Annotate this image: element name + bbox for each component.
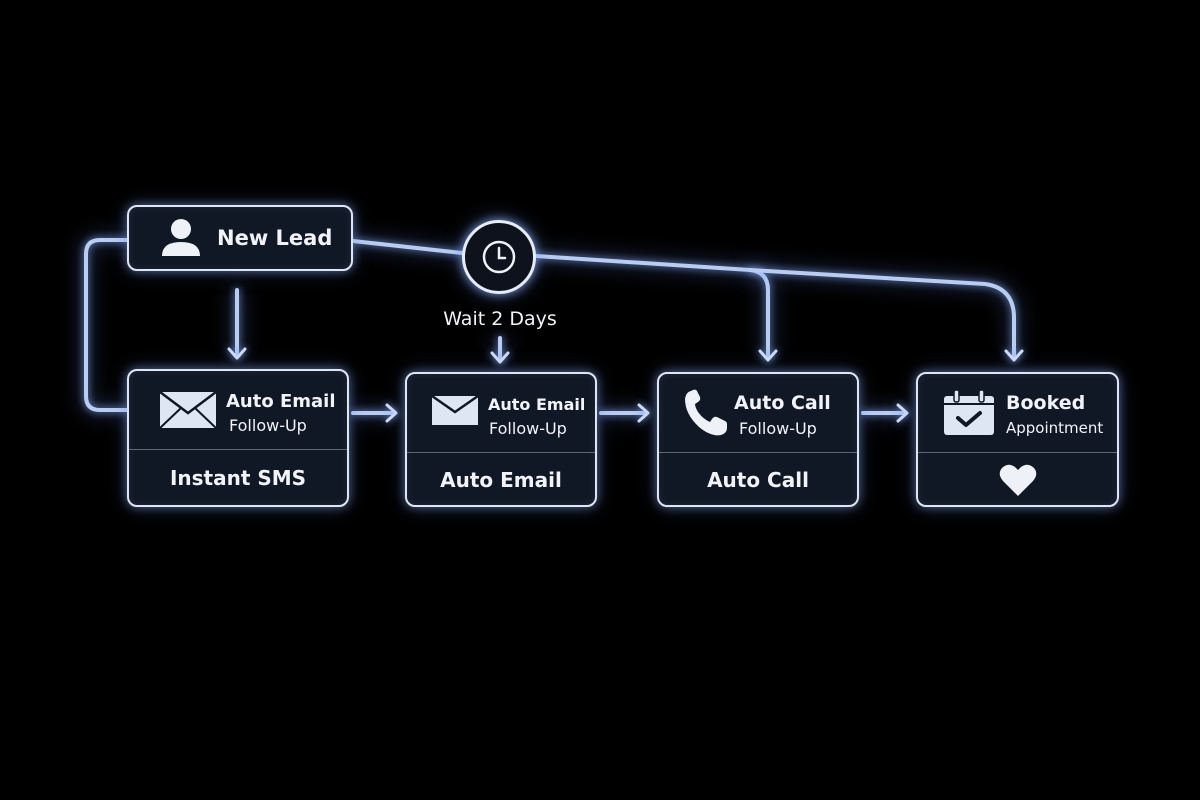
step-subtitle: Appointment xyxy=(1006,419,1104,437)
wait-label: Wait 2 Days xyxy=(443,308,557,330)
step-header: Booked Appointment xyxy=(918,374,1117,453)
arrowhead-h2 xyxy=(637,403,650,423)
arrowhead-step4 xyxy=(1004,349,1024,362)
step-title: Booked xyxy=(1006,392,1086,414)
arrowhead-step1 xyxy=(227,347,247,360)
envelope-icon xyxy=(159,391,217,429)
step-title: Auto Email xyxy=(488,395,586,414)
step-title: Auto Call xyxy=(734,392,831,414)
phone-icon xyxy=(685,389,727,436)
arrowhead-step2 xyxy=(490,351,510,364)
step-action: Instant SMS xyxy=(169,466,307,490)
step-title: Auto Email xyxy=(226,391,336,412)
step-header: Auto Email Follow-Up xyxy=(407,374,595,453)
step-auto-call[interactable]: Auto Call Follow-Up Auto Call xyxy=(657,372,859,507)
connector-lead-to-wait xyxy=(351,239,464,255)
step-booked-appointment[interactable]: Booked Appointment xyxy=(916,372,1119,507)
connector-wait-branch xyxy=(534,254,770,360)
connector-wait-to-booked xyxy=(748,268,1016,360)
arrowhead-h3 xyxy=(896,403,909,423)
step-action: Auto Call xyxy=(707,467,809,492)
new-lead-label: New Lead xyxy=(217,226,333,250)
step-action xyxy=(918,454,1117,505)
calendar-check-icon xyxy=(944,389,994,435)
arrowhead-step3 xyxy=(758,349,778,362)
connector-loop-left xyxy=(84,238,129,412)
new-lead-node[interactable]: New Lead xyxy=(127,205,353,271)
arrowhead-h1 xyxy=(385,403,398,423)
step-auto-email[interactable]: Auto Email Follow-Up Auto Email xyxy=(405,372,597,507)
step-action: Auto Email xyxy=(440,467,562,492)
clock-icon xyxy=(482,240,516,274)
step-subtitle: Follow-Up xyxy=(489,419,567,438)
wait-node[interactable] xyxy=(462,220,536,294)
person-icon xyxy=(162,219,200,256)
step-header: Auto Email Follow-Up xyxy=(129,371,347,450)
step-instant-sms[interactable]: Auto Email Follow-Up Instant SMS xyxy=(127,369,349,507)
heart-icon xyxy=(999,464,1036,496)
step-header: Auto Call Follow-Up xyxy=(659,374,857,453)
envelope-icon xyxy=(431,395,479,425)
step-subtitle: Follow-Up xyxy=(229,416,307,435)
step-subtitle: Follow-Up xyxy=(739,419,817,438)
